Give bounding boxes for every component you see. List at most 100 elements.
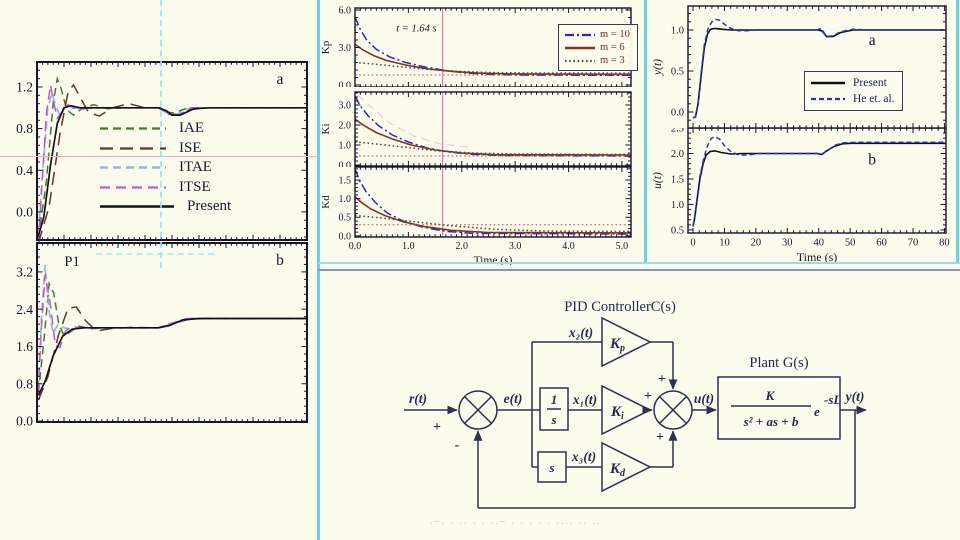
svg-text:1.0: 1.0 xyxy=(671,26,684,37)
iae-line-swatch xyxy=(100,127,166,130)
svg-text:Ki: Ki xyxy=(320,124,332,135)
plant-denominator: s² + as + b xyxy=(743,414,799,429)
m6-line-swatch xyxy=(565,46,595,49)
svg-text:2.0: 2.0 xyxy=(339,120,352,131)
svg-text:t = 1.64 s: t = 1.64 s xyxy=(396,23,436,34)
svg-text:0.5: 0.5 xyxy=(671,226,684,237)
x1-signal-label: x₁(t) xyxy=(572,392,597,407)
legend-comparison: Present He et. al. xyxy=(804,71,903,111)
pid-block-diagram: PID ControllerC(s) Plant G(s) r(t) + - e… xyxy=(404,299,867,509)
legend-label: m = 3 xyxy=(600,55,625,66)
svg-text:0.0: 0.0 xyxy=(349,241,362,252)
legend-item-m10: m = 10 xyxy=(564,28,630,41)
svg-text:b: b xyxy=(276,252,284,269)
chart-ki-gain: 0.01.02.03.0Ki xyxy=(320,91,632,167)
svg-text:0.0: 0.0 xyxy=(339,160,352,167)
svg-text:1.6: 1.6 xyxy=(16,339,33,354)
legend-label: m = 6 xyxy=(600,42,625,53)
sum2-plus-left: + xyxy=(644,389,652,404)
svg-text:3.0: 3.0 xyxy=(339,43,352,54)
legend-label: ITAE xyxy=(179,159,212,176)
legend-criteria: IAE ISE ITAE ITSE Present xyxy=(98,119,231,217)
svg-text:6.0: 6.0 xyxy=(339,5,352,16)
legend-label: Present xyxy=(853,77,887,89)
plant-block xyxy=(717,376,841,440)
svg-text:5.0: 5.0 xyxy=(616,241,629,252)
pid-controller-title: PID ControllerC(s) xyxy=(564,299,676,315)
legend-item-iae: IAE xyxy=(98,119,231,139)
legend-item-he-et-al: He et. al. xyxy=(810,91,895,107)
chart-output-y: 0.00.51.0ay(t) xyxy=(652,5,947,129)
artifact-pink-line xyxy=(0,156,318,157)
legend-item-itse: ITSE xyxy=(98,178,231,198)
svg-text:0.0: 0.0 xyxy=(339,231,352,242)
he-line-swatch xyxy=(811,97,845,101)
svg-text:1.5: 1.5 xyxy=(339,175,352,186)
legend-label: IAE xyxy=(179,120,204,137)
kp-gain-block xyxy=(601,316,652,368)
svg-text:0.0: 0.0 xyxy=(339,80,352,87)
svg-text:0.4: 0.4 xyxy=(16,163,33,178)
svg-text:0: 0 xyxy=(690,238,695,249)
svg-text:50: 50 xyxy=(845,238,856,249)
x3-signal-label: x₃(t) xyxy=(571,449,596,464)
svg-text:60: 60 xyxy=(876,238,887,249)
legend-item-m6: m = 6 xyxy=(564,41,630,54)
legend-label: Present xyxy=(187,198,232,215)
svg-text:40: 40 xyxy=(813,238,824,249)
svg-text:1.0: 1.0 xyxy=(339,194,352,205)
divider-vertical-right xyxy=(956,0,959,263)
m10-line-swatch xyxy=(565,33,595,36)
svg-text:b: b xyxy=(868,152,876,169)
plant-title: Plant G(s) xyxy=(749,355,808,371)
svg-text:0.5: 0.5 xyxy=(339,213,352,224)
svg-text:a: a xyxy=(869,32,876,49)
divider-vertical-mid xyxy=(644,0,647,263)
svg-text:Kp: Kp xyxy=(320,40,332,54)
svg-text:10: 10 xyxy=(719,238,730,249)
integrator-numerator: 1 xyxy=(551,392,558,407)
ki-gain-label: Ki xyxy=(610,404,624,422)
svg-text:0.0: 0.0 xyxy=(16,414,33,429)
legend-label: He et. al. xyxy=(853,93,895,105)
chart-kp-gain: 0.0 3.0 6.0 t = 1.64 s Kp xyxy=(320,5,632,87)
svg-text:Time (s): Time (s) xyxy=(474,255,513,265)
svg-text:2.5: 2.5 xyxy=(671,128,684,135)
svg-text:2.0: 2.0 xyxy=(671,149,684,160)
svg-text:20: 20 xyxy=(751,238,762,249)
svg-text:0.8: 0.8 xyxy=(16,376,33,391)
svg-text:70: 70 xyxy=(908,238,919,249)
r-signal-label: r(t) xyxy=(409,391,427,406)
plant-exp-power: -sL xyxy=(824,392,841,407)
x2-signal-label: x₂(t) xyxy=(568,325,593,340)
differentiator-label: s xyxy=(548,460,554,475)
faded-caption: .–. . .. . . ..– . . . . . .... .. .. xyxy=(430,516,602,527)
svg-text:a: a xyxy=(277,71,284,88)
divider-horizontal-cyan xyxy=(318,262,960,264)
legend-item-m3: m = 3 xyxy=(564,54,630,67)
svg-text:u(t): u(t) xyxy=(652,172,664,189)
y-signal-label: y(t) xyxy=(844,389,865,404)
integrator-denominator: s xyxy=(550,412,556,427)
kp-gain-label: Kp xyxy=(609,336,625,354)
u-signal-label: u(t) xyxy=(694,391,714,406)
svg-text:P1: P1 xyxy=(64,254,79,270)
svg-text:30: 30 xyxy=(782,238,793,249)
e-signal-label: e(t) xyxy=(504,391,523,406)
plant-exp-base: e xyxy=(814,404,820,419)
artifact-cyan-dashed-hline xyxy=(96,253,214,255)
ki-gain-block xyxy=(601,384,652,436)
svg-text:1.5: 1.5 xyxy=(671,175,684,186)
svg-text:1.2: 1.2 xyxy=(16,80,33,95)
svg-text:0.0: 0.0 xyxy=(671,108,684,119)
itse-line-swatch xyxy=(100,186,166,189)
legend-label: ISE xyxy=(179,139,202,156)
svg-text:0.8: 0.8 xyxy=(16,121,33,136)
svg-text:80: 80 xyxy=(939,238,950,249)
itae-line-swatch xyxy=(100,166,166,169)
svg-text:Kd: Kd xyxy=(320,195,332,209)
present-line-swatch xyxy=(811,81,845,85)
svg-text:0.5: 0.5 xyxy=(671,67,684,78)
legend-item-present: Present xyxy=(810,75,895,91)
